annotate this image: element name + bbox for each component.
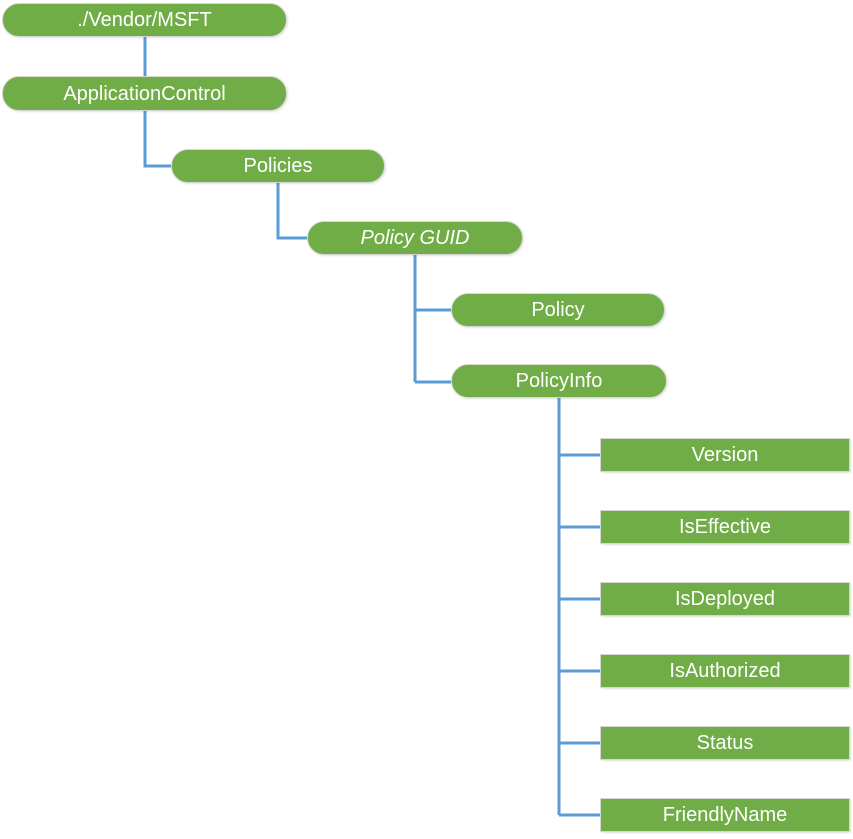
- node-version: Version: [600, 438, 850, 472]
- node-policyinfo-label: PolicyInfo: [515, 370, 603, 392]
- node-iseffective: IsEffective: [600, 510, 850, 544]
- node-policy-guid-label: Policy GUID: [360, 227, 470, 249]
- node-isauthorized-label: IsAuthorized: [669, 660, 781, 682]
- connector-policies-to-policyguid: [276, 183, 307, 240]
- node-isdeployed: IsDeployed: [600, 582, 850, 616]
- node-isauthorized: IsAuthorized: [600, 654, 850, 688]
- node-applicationcontrol: ApplicationControl: [2, 76, 287, 111]
- node-policy-label: Policy: [531, 299, 585, 321]
- node-applicationcontrol-label: ApplicationControl: [63, 82, 226, 105]
- connector-applicationcontrol-to-policies: [143, 111, 171, 168]
- node-status: Status: [600, 726, 850, 760]
- node-vendor-msft: ./Vendor/MSFT: [2, 3, 287, 37]
- node-iseffective-label: IsEffective: [679, 516, 771, 538]
- node-policies: Policies: [171, 149, 385, 183]
- node-version-label: Version: [691, 444, 759, 466]
- node-status-label: Status: [696, 732, 754, 754]
- node-policyinfo: PolicyInfo: [451, 364, 667, 398]
- node-policy-guid: Policy GUID: [307, 221, 523, 255]
- node-vendor-msft-label: ./Vendor/MSFT: [77, 9, 212, 31]
- node-isdeployed-label: IsDeployed: [674, 588, 776, 610]
- node-policy: Policy: [451, 293, 665, 327]
- node-friendlyname-label: FriendlyName: [662, 804, 788, 826]
- node-policies-label: Policies: [243, 155, 313, 177]
- node-friendlyname: FriendlyName: [600, 798, 850, 832]
